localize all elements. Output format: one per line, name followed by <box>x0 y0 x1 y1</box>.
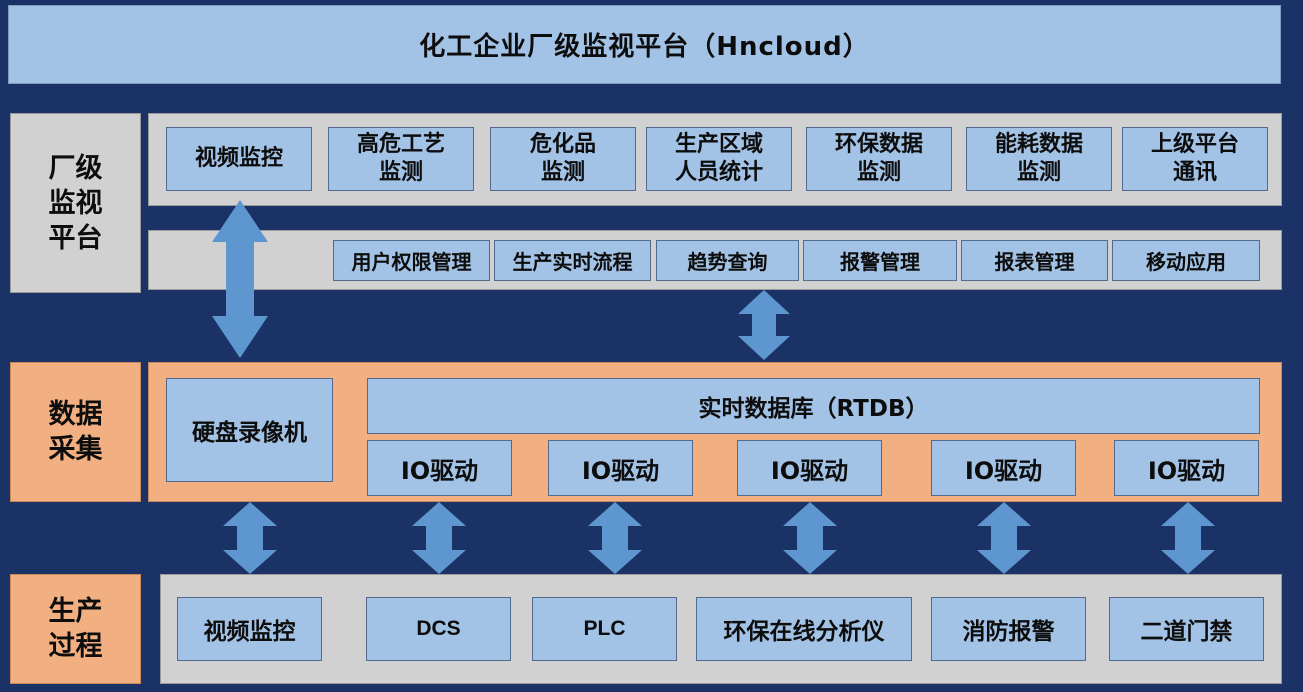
double-arrow-plc <box>588 502 642 574</box>
module-high-risk-process: 高危工艺 监测 <box>328 127 474 191</box>
io-driver-5: IO驱动 <box>1114 440 1259 496</box>
module-hazardous-chemicals: 危化品 监测 <box>490 127 636 191</box>
double-arrow-access-control <box>1161 502 1215 574</box>
platform-title: 化工企业厂级监视平台（Hncloud） <box>8 5 1281 84</box>
process-video-monitoring: 视频监控 <box>177 597 322 661</box>
layer-label-collection: 数据 采集 <box>10 362 141 502</box>
function-user-permissions: 用户权限管理 <box>333 240 490 281</box>
double-arrow-fire-alarm <box>977 502 1031 574</box>
function-realtime-flow: 生产实时流程 <box>494 240 651 281</box>
function-report-management: 报表管理 <box>961 240 1108 281</box>
layer-label-platform: 厂级 监视 平台 <box>10 113 141 293</box>
process-fire-alarm: 消防报警 <box>931 597 1086 661</box>
process-plc: PLC <box>532 597 677 661</box>
module-environmental-data: 环保数据 监测 <box>806 127 952 191</box>
nvr-box: 硬盘录像机 <box>166 378 333 482</box>
function-alarm-management: 报警管理 <box>803 240 957 281</box>
io-driver-2: IO驱动 <box>548 440 693 496</box>
double-arrow-rtdb-platform <box>738 290 790 360</box>
double-arrow-dcs <box>412 502 466 574</box>
io-driver-1: IO驱动 <box>367 440 512 496</box>
process-env-analyzer: 环保在线分析仪 <box>696 597 912 661</box>
module-video-monitoring: 视频监控 <box>166 127 312 191</box>
double-arrow-video <box>223 502 277 574</box>
function-mobile-app: 移动应用 <box>1112 240 1260 281</box>
process-dcs: DCS <box>366 597 511 661</box>
process-access-control: 二道门禁 <box>1109 597 1264 661</box>
layer-label-process: 生产 过程 <box>10 574 141 684</box>
module-personnel-statistics: 生产区域 人员统计 <box>646 127 792 191</box>
rtdb-box: 实时数据库（RTDB） <box>367 378 1260 434</box>
double-arrow-env-analyzer <box>783 502 837 574</box>
io-driver-3: IO驱动 <box>737 440 882 496</box>
module-upper-platform-comm: 上级平台 通讯 <box>1122 127 1268 191</box>
function-trend-query: 趋势查询 <box>656 240 799 281</box>
double-arrow-nvr-platform <box>212 200 268 358</box>
io-driver-4: IO驱动 <box>931 440 1076 496</box>
module-energy-data: 能耗数据 监测 <box>966 127 1112 191</box>
